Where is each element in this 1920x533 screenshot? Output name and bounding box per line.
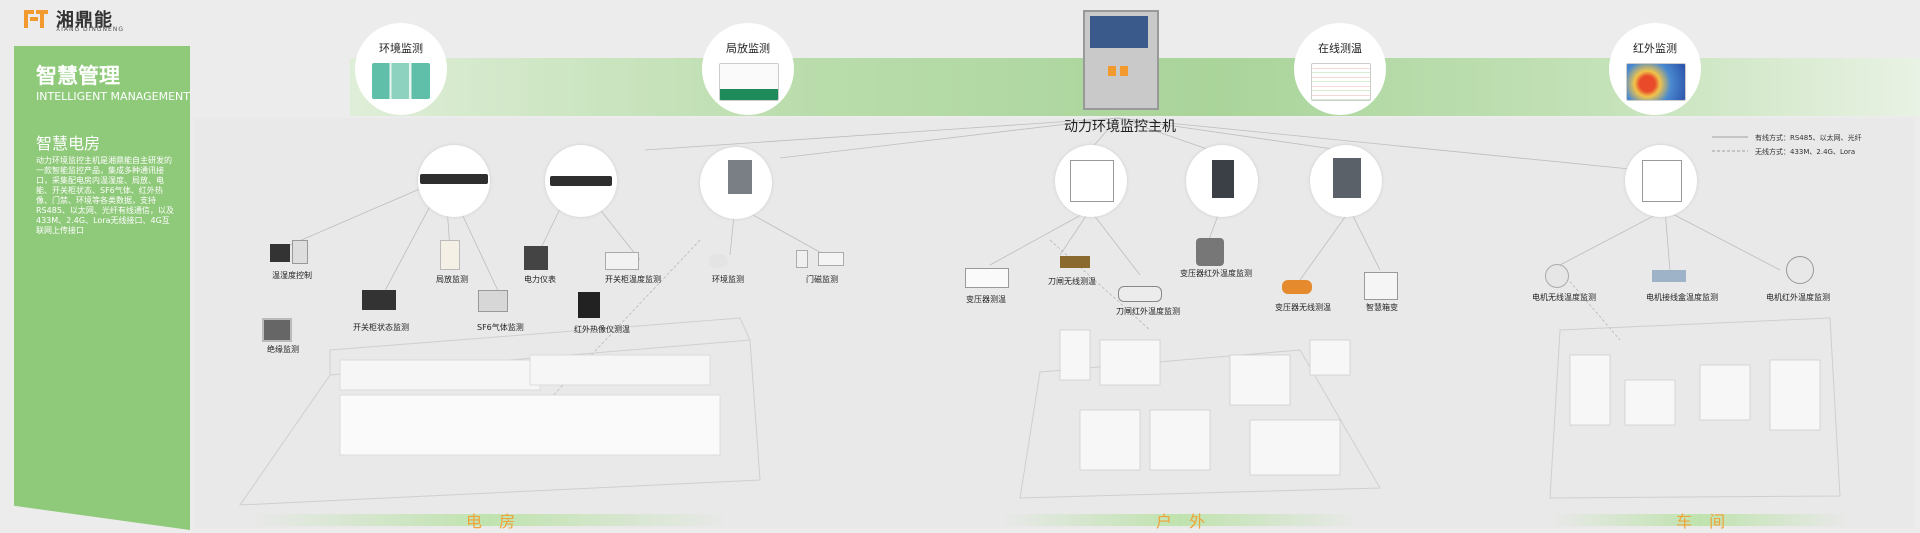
switch-status-icon — [362, 290, 396, 310]
pd-monitor-thumbnail — [719, 63, 779, 101]
motor-wiring-icon — [1652, 270, 1686, 282]
switch-temp-icon — [605, 252, 639, 270]
gateway-1-icon — [420, 174, 488, 184]
wireless-gateway-1-icon — [728, 160, 752, 194]
insulation-icon — [262, 318, 292, 342]
partial-discharge-icon — [440, 240, 460, 270]
legend-wired: 有线方式：RS485、以太网、光纤 — [1755, 134, 1862, 142]
env-monitor-thumbnail — [372, 63, 430, 99]
label-sf6: SF6气体监测 — [477, 323, 524, 332]
label-switch-status: 开关柜状态监测 — [353, 323, 409, 332]
pd-monitor-label: 局放监测 — [726, 42, 770, 55]
label-environment: 环境监测 — [712, 275, 744, 284]
label-knife-wireless: 刀闸无线测温 — [1048, 277, 1096, 286]
gateway-2-icon — [550, 176, 612, 186]
side-panel — [14, 46, 190, 530]
zone-bar-outdoor — [1000, 514, 1360, 526]
label-smart-box: 智慧箱变 — [1366, 303, 1398, 312]
ir-terminal-icon — [1642, 160, 1682, 202]
door-sensor-icon — [796, 250, 808, 268]
wireless-gateway-2-icon — [1212, 160, 1234, 198]
online-temp-label: 在线测温 — [1318, 42, 1362, 55]
online-temp-thumbnail — [1311, 63, 1371, 101]
label-switch-temp: 开关柜温度监测 — [605, 275, 661, 284]
transformer-wireless-icon — [1282, 280, 1312, 294]
label-transformer-wireless: 变压器无线测温 — [1275, 303, 1331, 312]
ir-monitor-thumbnail — [1626, 63, 1686, 101]
ir-thermal-icon — [578, 292, 600, 318]
power-meter-icon — [524, 246, 548, 270]
host-screen — [1090, 16, 1148, 48]
knife-ir-icon — [1118, 286, 1162, 302]
brand-logo-icon — [24, 10, 48, 28]
motor-wireless-icon — [1545, 264, 1569, 288]
temp-humidity-icon-2 — [292, 240, 308, 264]
label-ir-thermal: 红外热像仪测温 — [574, 325, 630, 334]
label-transformer-temp: 变压器测温 — [966, 295, 1006, 304]
env-monitor-label: 环境监测 — [379, 42, 423, 55]
zone-workshop: 车 间 — [1676, 512, 1732, 531]
side-title: 智慧管理 — [36, 64, 120, 88]
brand-subtitle: XIANG DINGNENG — [56, 26, 124, 33]
label-insulation: 绝缘监测 — [267, 345, 299, 354]
label-power-meter: 电力仪表 — [524, 275, 556, 284]
zone-outdoor: 户 外 — [1156, 512, 1212, 531]
label-transformer-ir: 变压器红外温度监测 — [1180, 269, 1252, 278]
side-subtitle: 智慧电房 — [36, 134, 101, 153]
side-title-en: INTELLIGENT MANAGEMENT — [36, 90, 190, 103]
brand-name: 湘鼎能 — [56, 10, 113, 31]
environment-icon — [708, 254, 728, 268]
zone-power-room: 电 房 — [466, 512, 522, 531]
motor-ir-icon — [1786, 256, 1814, 284]
transformer-ir-icon — [1196, 238, 1224, 266]
sf6-icon — [478, 290, 508, 312]
label-door: 门磁监测 — [806, 275, 838, 284]
display-terminal-icon — [1070, 160, 1114, 202]
zone-bar-workshop — [1550, 514, 1850, 526]
host-label: 动力环境监控主机 — [1064, 119, 1176, 135]
smart-box-icon — [1364, 272, 1398, 300]
transformer-temp-icon — [965, 268, 1009, 288]
label-motor-wiring: 电机接线盒温度监测 — [1646, 293, 1718, 302]
side-description: 动力环境监控主机是湘鼎能自主研发的一款智能监控产品，集成多种通讯接口，采集配电房… — [36, 156, 174, 235]
knife-wireless-icon — [1060, 256, 1090, 268]
zone-bar-power-room — [250, 514, 730, 526]
temp-humidity-icon — [270, 244, 290, 262]
wireless-gateway-3-icon — [1333, 158, 1361, 198]
label-partial-discharge: 局放监测 — [436, 275, 468, 284]
legend-wireless: 无线方式：433M、2.4G、Lora — [1755, 148, 1856, 156]
label-motor-wireless: 电机无线温度监测 — [1532, 293, 1596, 302]
label-knife-ir: 刀闸红外温度监测 — [1116, 307, 1180, 316]
host-logo-icon — [1108, 66, 1128, 76]
label-motor-ir: 电机红外温度监测 — [1766, 293, 1830, 302]
door-sensor-icon-2 — [818, 252, 844, 266]
ir-monitor-label: 红外监测 — [1633, 42, 1677, 55]
label-temp-humidity: 温湿度控制 — [272, 271, 312, 280]
